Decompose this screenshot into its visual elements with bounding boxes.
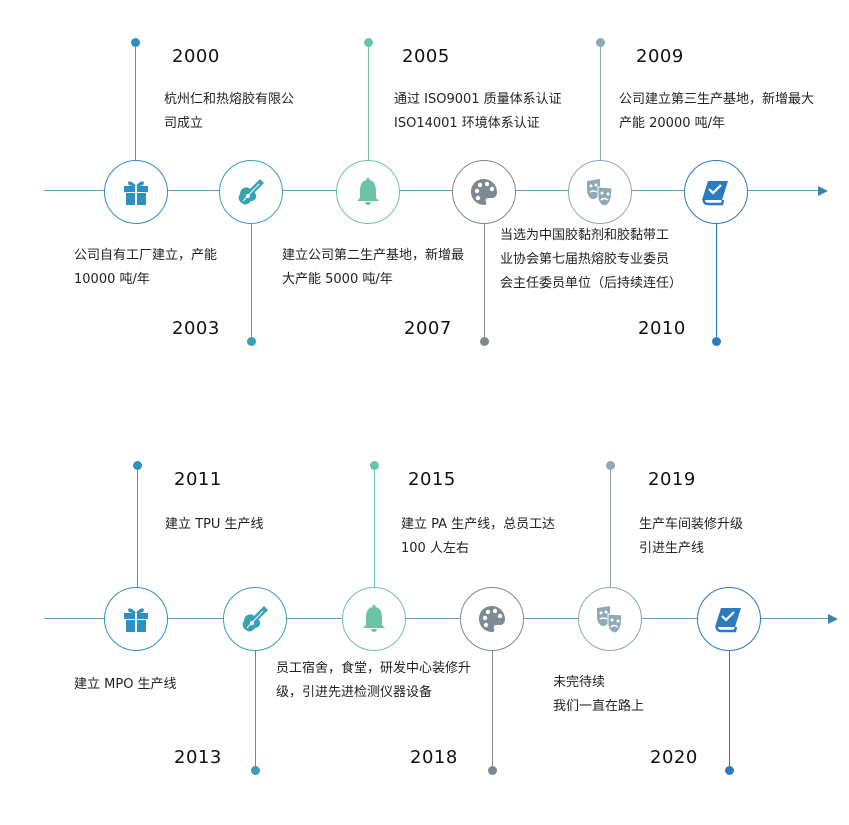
connector-dot bbox=[251, 766, 260, 775]
book-check-icon bbox=[702, 181, 728, 206]
milestone-node[interactable] bbox=[697, 587, 761, 651]
arrow-head bbox=[818, 186, 828, 196]
connector-line bbox=[484, 220, 485, 342]
connector-line bbox=[374, 466, 375, 590]
event-year: 2015 bbox=[408, 469, 456, 490]
milestone-node[interactable] bbox=[578, 587, 642, 651]
guitar-icon bbox=[242, 606, 268, 632]
connector-line bbox=[255, 650, 256, 770]
connector-dot bbox=[364, 38, 373, 47]
connector-line bbox=[137, 466, 138, 590]
event-description: 建立 MPO 生产线 bbox=[74, 677, 177, 692]
milestone-node[interactable] bbox=[104, 160, 168, 224]
connector-line bbox=[610, 466, 611, 590]
event-description: 生产车间装修升级 引进生产线 bbox=[639, 517, 744, 556]
event-description: 公司自有工厂建立，产能 10000 吨/年 bbox=[74, 248, 218, 287]
connector-dot bbox=[133, 461, 142, 470]
guitar-icon bbox=[238, 179, 264, 205]
event-year: 2000 bbox=[172, 46, 220, 67]
palette-icon bbox=[479, 606, 505, 632]
event-description: 未完待续 我们一直在路上 bbox=[553, 675, 645, 714]
milestone-node[interactable] bbox=[568, 160, 632, 224]
milestone-node[interactable] bbox=[452, 160, 516, 224]
connector-dot bbox=[606, 461, 615, 470]
event-description: 员工宿舍，食堂，研发中心装修升 级，引进先进检测仪器设备 bbox=[276, 661, 472, 700]
connector-line bbox=[716, 220, 717, 342]
timeline-2011-2020: 2011 建立 TPU 生产线 2013 建立 MPO 生产线 2015 建立 … bbox=[0, 425, 849, 825]
connector-line bbox=[492, 650, 493, 770]
event-year: 2020 bbox=[650, 747, 698, 768]
bell-icon bbox=[363, 605, 385, 632]
milestone-node[interactable] bbox=[684, 160, 748, 224]
timeline-axis bbox=[44, 190, 820, 191]
milestone-node[interactable] bbox=[219, 160, 283, 224]
event-year: 2010 bbox=[638, 318, 686, 339]
event-year: 2019 bbox=[648, 469, 696, 490]
connector-line bbox=[600, 42, 601, 162]
palette-icon bbox=[471, 179, 497, 205]
milestone-node[interactable] bbox=[336, 160, 400, 224]
event-description: 建立 PA 生产线，总员工达 100 人左右 bbox=[401, 517, 556, 556]
event-year: 2007 bbox=[404, 318, 452, 339]
event-description: 通过 ISO9001 质量体系认证 ISO14001 环境体系认证 bbox=[394, 92, 562, 131]
timeline-axis bbox=[44, 618, 830, 619]
event-year: 2018 bbox=[410, 747, 458, 768]
gift-icon bbox=[124, 608, 148, 632]
connector-dot bbox=[131, 38, 140, 47]
milestone-node[interactable] bbox=[342, 587, 406, 651]
event-year: 2005 bbox=[402, 46, 450, 67]
connector-line bbox=[251, 220, 252, 342]
connector-dot bbox=[712, 337, 721, 346]
event-year: 2003 bbox=[172, 318, 220, 339]
milestone-node[interactable] bbox=[104, 587, 168, 651]
event-year: 2013 bbox=[174, 747, 222, 768]
book-check-icon bbox=[715, 608, 741, 633]
connector-dot bbox=[725, 766, 734, 775]
arrow-head bbox=[828, 614, 838, 624]
connector-dot bbox=[480, 337, 489, 346]
milestone-node[interactable] bbox=[460, 587, 524, 651]
connector-line bbox=[729, 650, 730, 770]
connector-dot bbox=[596, 38, 605, 47]
event-year: 2011 bbox=[174, 469, 222, 490]
masks-icon bbox=[597, 606, 623, 634]
connector-dot bbox=[488, 766, 497, 775]
connector-line bbox=[368, 42, 369, 162]
timeline-2000-2010: 2000 杭州仁和热熔胶有限公 司成立 2003 公司自有工厂建立，产能 100… bbox=[0, 0, 849, 400]
milestone-node[interactable] bbox=[223, 587, 287, 651]
connector-dot bbox=[247, 337, 256, 346]
masks-icon bbox=[587, 179, 613, 207]
event-year: 2009 bbox=[636, 46, 684, 67]
event-description: 公司建立第三生产基地，新增最大 产能 20000 吨/年 bbox=[619, 92, 815, 131]
event-description: 杭州仁和热熔胶有限公 司成立 bbox=[164, 92, 295, 131]
event-description: 建立公司第二生产基地，新增最 大产能 5000 吨/年 bbox=[282, 248, 465, 287]
event-description: 建立 TPU 生产线 bbox=[165, 517, 264, 532]
gift-icon bbox=[124, 181, 148, 205]
connector-line bbox=[135, 42, 136, 162]
bell-icon bbox=[357, 178, 379, 205]
event-description: 当选为中国胶黏剂和胶黏带工 业协会第七届热熔胶专业委员 会主任委员单位（后持续连… bbox=[500, 228, 683, 291]
connector-dot bbox=[370, 461, 379, 470]
